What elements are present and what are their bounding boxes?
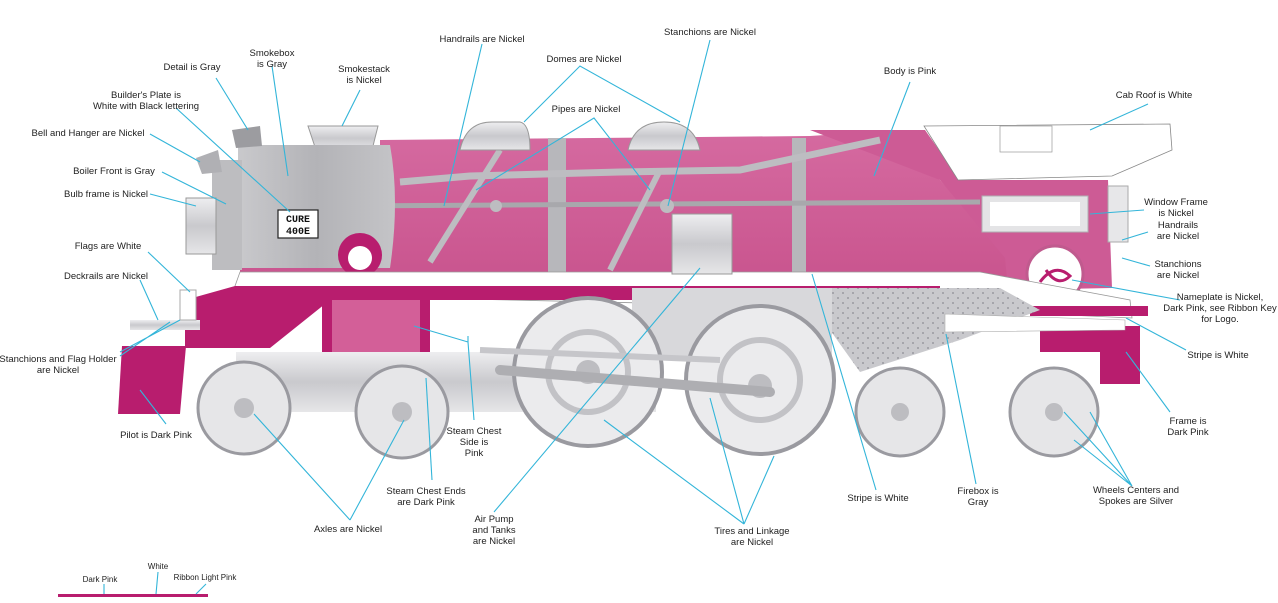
wheel-pilot-front xyxy=(196,360,292,456)
callout-smokebox: Smokebox is Gray xyxy=(249,48,295,70)
main-rod xyxy=(495,365,775,397)
dome-rear xyxy=(627,121,701,151)
callout-tires-linkage: Tires and Linkage are Nickel xyxy=(714,526,790,548)
callout-pilot: Pilot is Dark Pink xyxy=(120,430,192,441)
callout-stanchions-flag: Stanchions and Flag Holder are Nickel xyxy=(0,354,117,376)
cab-body xyxy=(810,130,1112,290)
callout-deckrails: Deckrails are Nickel xyxy=(64,271,148,282)
callout-body: Body is Pink xyxy=(883,66,937,77)
wheel-trailing-front xyxy=(854,366,946,458)
callout-firebox: Firebox is Gray xyxy=(957,486,999,508)
callout-wheel-centers: Wheels Centers and Spokes are Silver xyxy=(1092,485,1180,507)
callout-detail: Detail is Gray xyxy=(163,62,221,73)
bell xyxy=(232,126,262,148)
callout-stanchions-cab: Stanchions are Nickel xyxy=(1154,259,1202,281)
callout-boiler-front: Boiler Front is Gray xyxy=(73,166,155,177)
locomotive-body: CURE 400E xyxy=(185,121,1173,304)
boiler-front xyxy=(212,160,242,270)
callout-stripe-right: Stripe is White xyxy=(1187,350,1249,361)
callout-bell-hanger: Bell and Hanger are Nickel xyxy=(31,128,145,139)
key-ribbon-light-pink: Ribbon Light Pink xyxy=(173,573,237,582)
callout-bulb-frame: Bulb frame is Nickel xyxy=(64,189,148,200)
callout-pipes: Pipes are Nickel xyxy=(551,104,621,115)
callout-stanchions-top: Stanchions are Nickel xyxy=(664,27,756,38)
handrail xyxy=(339,199,981,209)
wheels xyxy=(196,296,1100,460)
air-pump xyxy=(671,213,733,275)
key-white: White xyxy=(147,562,169,571)
ribbon-key-bar xyxy=(58,594,208,597)
callout-air-pump: Air Pump and Tanks are Nickel xyxy=(472,514,516,547)
dome-front xyxy=(459,121,531,151)
ribbon-key xyxy=(58,571,208,597)
callout-nameplate: Nameplate is Nickel, Dark Pink, see Ribb… xyxy=(1163,292,1277,325)
pilot xyxy=(118,346,186,414)
callout-steam-chest-ends: Steam Chest Ends are Dark Pink xyxy=(386,486,466,508)
callout-frame: Frame is Dark Pink xyxy=(1167,416,1209,438)
boiler-body xyxy=(240,132,1010,283)
callout-handrails: Handrails are Nickel xyxy=(439,34,525,45)
callout-window-frame: Window Frame is Nickel xyxy=(1144,197,1208,219)
callout-steam-chest-side: Steam Chest Side is Pink xyxy=(446,426,502,459)
wheel-trailing-rear xyxy=(1008,366,1100,458)
frame-rear xyxy=(1040,326,1140,384)
callout-axles: Axles are Nickel xyxy=(313,524,383,535)
wheel-pilot-rear xyxy=(354,364,450,460)
bulb-frame xyxy=(185,197,217,255)
callout-flags: Flags are White xyxy=(74,241,142,252)
plate-line-1: CURE xyxy=(286,215,310,226)
leader-lines xyxy=(119,39,1187,525)
plate-line-2: 400E xyxy=(286,227,310,238)
callout-smokestack: Smokestack is Nickel xyxy=(338,64,390,86)
callout-cab-roof: Cab Roof is White xyxy=(1115,90,1193,101)
callout-handrails-cab: Handrails are Nickel xyxy=(1156,220,1200,242)
pipe xyxy=(399,136,881,186)
firebox xyxy=(820,288,1040,372)
callout-stripe-bottom: Stripe is White xyxy=(847,493,909,504)
wheel-driver-rear xyxy=(684,304,836,456)
key-dark-pink: Dark Pink xyxy=(82,575,118,584)
callout-builders-plate: Builder's Plate is White with Black lett… xyxy=(92,90,200,112)
boiler-band xyxy=(548,138,566,283)
callout-domes: Domes are Nickel xyxy=(546,54,622,65)
